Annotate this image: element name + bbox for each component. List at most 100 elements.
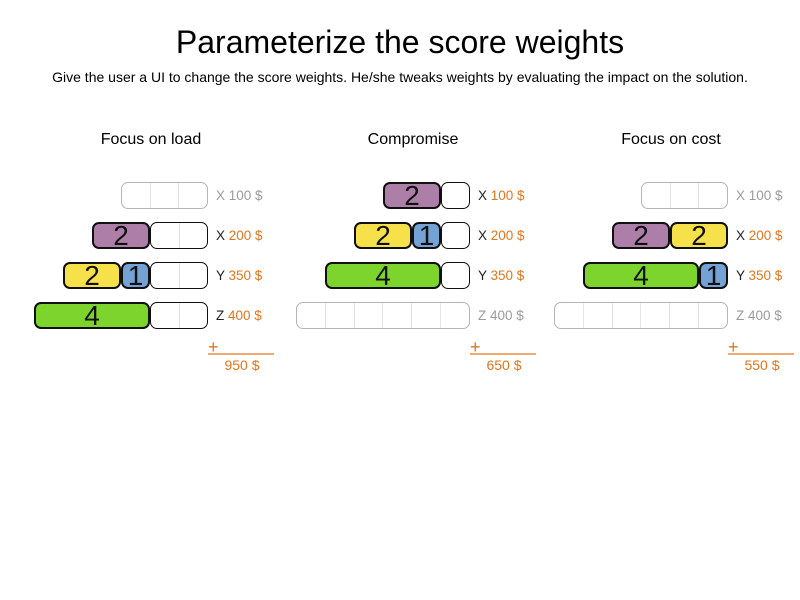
weight-block-blue[interactable]: 1 (121, 261, 150, 289)
panel-title: Focus on cost (621, 131, 721, 148)
row-price: 100 $ (228, 188, 263, 203)
slot-cell (582, 303, 612, 328)
slot-cell (178, 183, 207, 208)
plus-sign: + (728, 337, 739, 357)
row-price: 100 $ (748, 188, 783, 203)
weight-row-x-1: 2 X 200 $ (34, 221, 278, 249)
sum-total: 650 $ (486, 357, 522, 373)
slot-cell (122, 183, 150, 208)
weight-row-x-0: X 100 $ (34, 182, 278, 209)
row-letter: X (736, 228, 746, 243)
row-price: 350 $ (228, 268, 263, 283)
weight-block-yellow[interactable]: 2 (63, 261, 121, 289)
weight-block-purple[interactable]: 2 (612, 221, 670, 249)
slot-cell (642, 183, 670, 208)
row-label: Z 400 $ (736, 308, 782, 323)
weight-block-blue[interactable]: 1 (699, 261, 728, 289)
row-label: Z 400 $ (216, 308, 262, 323)
slot-cell (151, 303, 179, 328)
slot-cell (669, 303, 698, 328)
empty-slots[interactable] (296, 302, 470, 329)
page-title: Parameterize the score weights (175, 24, 625, 60)
row-label: X 200 $ (736, 228, 783, 243)
slot-cell (698, 183, 727, 208)
slot-cell (151, 263, 179, 288)
weight-block-yellow[interactable]: 2 (354, 221, 412, 249)
slot-cell (178, 263, 208, 288)
empty-slots[interactable] (641, 182, 728, 209)
sum-total: 950 $ (224, 357, 260, 373)
weight-bar: 4 (34, 301, 208, 329)
row-letter: X (478, 228, 488, 243)
empty-slots[interactable] (150, 222, 208, 249)
weight-bar (296, 302, 470, 329)
slot-cell (669, 183, 699, 208)
slot-cell (440, 303, 469, 328)
weight-block-blue[interactable]: 1 (412, 221, 441, 249)
row-price: 200 $ (490, 228, 525, 243)
weight-block-purple[interactable]: 2 (92, 221, 150, 249)
row-label: X 200 $ (216, 228, 263, 243)
empty-slots[interactable] (150, 262, 208, 289)
empty-slots[interactable] (150, 302, 208, 329)
row-letter: Z (216, 308, 225, 323)
slot-cell (555, 303, 583, 328)
weight-block-green[interactable]: 4 (325, 261, 441, 289)
empty-slots[interactable] (441, 262, 470, 289)
row-letter: X (216, 188, 226, 203)
sum-line (470, 353, 536, 355)
row-label: X 200 $ (478, 228, 525, 243)
weight-block-green[interactable]: 4 (34, 301, 150, 329)
row-letter: Z (736, 308, 745, 323)
slot-cell (151, 223, 179, 248)
row-price: 400 $ (228, 308, 262, 323)
empty-slots[interactable] (441, 182, 470, 209)
slot-cell (297, 303, 325, 328)
slot-cell (611, 303, 641, 328)
slot-cell (442, 263, 469, 288)
subtitle: Give the user a UI to change the score w… (52, 69, 748, 85)
weight-row-x-0: 2 X 100 $ (296, 181, 540, 209)
row-label: Z 400 $ (478, 308, 524, 323)
weight-row-z-3: 4 Z 400 $ (34, 301, 278, 329)
weight-row-y-2: 4 Y 350 $ (296, 261, 540, 289)
weight-block-green[interactable]: 4 (583, 261, 699, 289)
slot-cell (411, 303, 440, 328)
row-label: Y 350 $ (736, 268, 782, 283)
empty-slots[interactable] (121, 182, 208, 209)
plus-sign: + (208, 337, 219, 357)
slot-cell (382, 303, 411, 328)
empty-slots[interactable] (554, 302, 728, 329)
row-letter: Y (216, 268, 225, 283)
row-label: Y 350 $ (216, 268, 262, 283)
row-label: X 100 $ (478, 188, 525, 203)
weight-bar: 4 (296, 261, 470, 289)
weight-bar (554, 302, 728, 329)
row-letter: Y (736, 268, 745, 283)
weight-row-z-3: Z 400 $ (554, 302, 798, 329)
slot-cell (149, 183, 179, 208)
slot-cell (178, 223, 208, 248)
row-label: Y 350 $ (478, 268, 524, 283)
weight-bar (34, 182, 208, 209)
empty-slots[interactable] (441, 222, 470, 249)
weight-block-yellow[interactable]: 2 (670, 221, 728, 249)
weight-block-purple[interactable]: 2 (383, 181, 441, 209)
slot-cell (178, 303, 208, 328)
weight-bar: 2 (34, 221, 208, 249)
slot-cell (698, 303, 727, 328)
slot-cell (442, 183, 469, 208)
row-letter: X (216, 228, 226, 243)
plus-sign: + (470, 337, 481, 357)
row-price: 100 $ (490, 188, 525, 203)
row-label: X 100 $ (736, 188, 783, 203)
sum-total: 550 $ (744, 357, 780, 373)
